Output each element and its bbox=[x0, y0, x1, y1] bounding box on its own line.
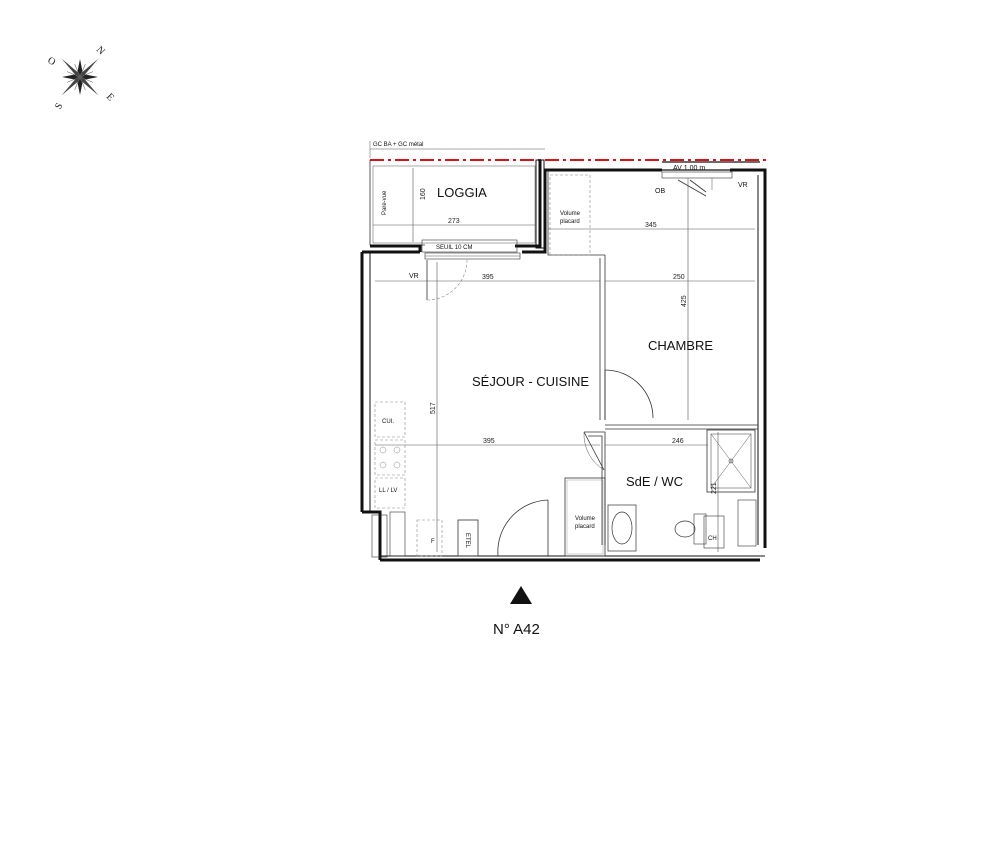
dim-246: 246 bbox=[672, 438, 684, 445]
compass-rose-icon: N E S O bbox=[46, 44, 116, 111]
right-radiator bbox=[737, 499, 757, 547]
compass-e: E bbox=[104, 91, 116, 103]
walls bbox=[360, 159, 767, 562]
toilet bbox=[674, 513, 707, 545]
unit-number: N° A42 bbox=[493, 621, 540, 638]
kitchen bbox=[374, 401, 406, 557]
dim-395-top: 395 bbox=[482, 274, 494, 281]
label-ll-lv: LL / LV bbox=[379, 488, 397, 494]
dim-395-bottom: 395 bbox=[483, 438, 495, 445]
dimension-lines bbox=[373, 168, 755, 552]
shower bbox=[706, 429, 756, 493]
label-seuil: SEUIL 10 CM bbox=[436, 245, 472, 251]
window-chambre bbox=[661, 171, 733, 197]
room-sejour-cuisine: SÉJOUR - CUISINE bbox=[472, 374, 589, 389]
dim-345: 345 bbox=[645, 222, 657, 229]
dim-221: 221 bbox=[711, 482, 718, 494]
label-ob: OB bbox=[655, 188, 665, 195]
compass-n: N bbox=[94, 44, 107, 57]
compass-o: O bbox=[46, 55, 58, 68]
label-cui: CUI. bbox=[382, 419, 394, 425]
label-ch: CH bbox=[708, 536, 717, 542]
label-av: AV 1.00 m bbox=[673, 165, 705, 172]
f-cabinet bbox=[416, 519, 443, 557]
dim-160: 160 bbox=[420, 188, 427, 200]
ch-unit bbox=[703, 515, 725, 549]
label-etel: ETEL bbox=[464, 533, 470, 549]
compass-s: S bbox=[53, 101, 65, 111]
dim-517: 517 bbox=[430, 402, 437, 414]
header-note: GC BA + GC métal bbox=[373, 142, 424, 148]
washbasin bbox=[607, 504, 637, 552]
dim-273: 273 bbox=[448, 218, 460, 225]
label-vr-sejour: VR bbox=[409, 273, 419, 280]
label-volume-placard-2b: placard bbox=[575, 524, 595, 530]
room-sde-wc: SdE / WC bbox=[626, 474, 683, 489]
placard-chambre bbox=[549, 174, 591, 256]
entrance-arrow-icon bbox=[510, 586, 532, 604]
label-volume-placard-1a: Volume bbox=[560, 211, 581, 217]
label-volume-placard-2a: Volume bbox=[575, 516, 596, 522]
label-vr-chambre: VR bbox=[738, 182, 748, 189]
label-pare-vue: Pare-vue bbox=[382, 190, 388, 215]
label-f: F bbox=[431, 539, 435, 545]
dim-250: 250 bbox=[673, 274, 685, 281]
door-chambre bbox=[604, 369, 654, 420]
etel-cabinet bbox=[457, 519, 479, 557]
door-sde bbox=[583, 431, 605, 471]
dim-425: 425 bbox=[681, 295, 688, 307]
room-chambre: CHAMBRE bbox=[648, 338, 713, 353]
label-volume-placard-1b: placard bbox=[560, 219, 580, 225]
room-loggia: LOGGIA bbox=[437, 185, 487, 200]
window-sejour bbox=[424, 252, 521, 301]
entrance-door bbox=[497, 499, 549, 557]
